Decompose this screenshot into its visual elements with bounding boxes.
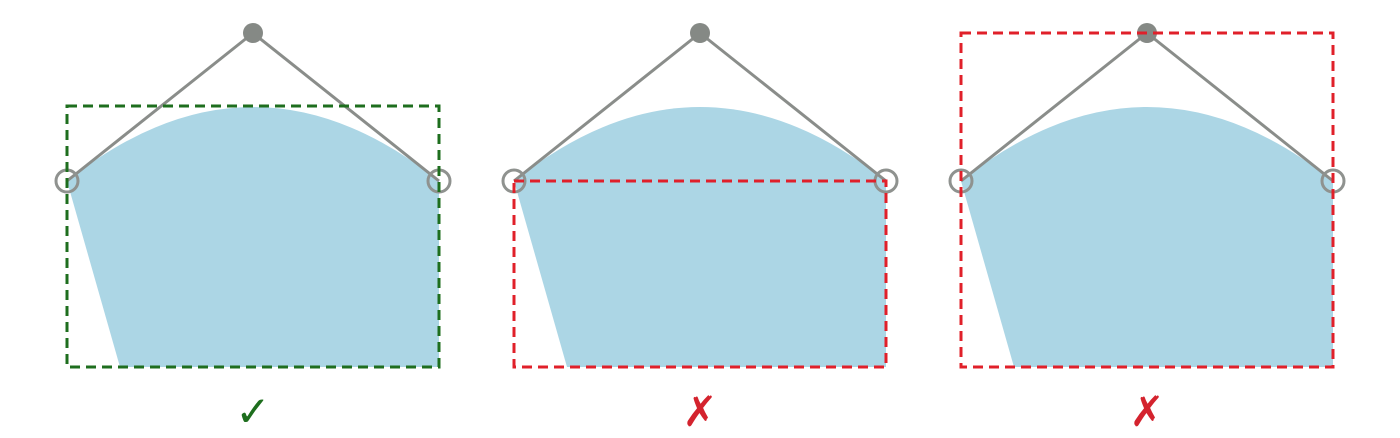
panel-anchor-points-only: ✗ — [501, 23, 899, 436]
cross-mark-icon: ✗ — [1129, 387, 1164, 436]
control-point[interactable] — [243, 23, 263, 43]
control-line-right — [1146, 31, 1334, 183]
check-mark-icon: ✓ — [235, 387, 270, 436]
bounding-box-too-large — [959, 31, 1335, 369]
curved-shape — [961, 107, 1333, 367]
control-line-left — [513, 31, 701, 183]
control-line-left — [960, 31, 1148, 183]
curved-shape — [67, 107, 439, 367]
bounding-box-too-small — [512, 179, 888, 369]
bounding-box-correct — [65, 104, 441, 369]
cross-mark-icon: ✗ — [682, 387, 717, 436]
panel-includes-control-point: ✗ — [948, 23, 1346, 436]
panel-correct-bounds: ✓ — [54, 23, 452, 436]
control-line-right — [699, 31, 887, 183]
curved-shape — [514, 107, 886, 367]
control-line-left — [66, 31, 254, 183]
control-point[interactable] — [690, 23, 710, 43]
